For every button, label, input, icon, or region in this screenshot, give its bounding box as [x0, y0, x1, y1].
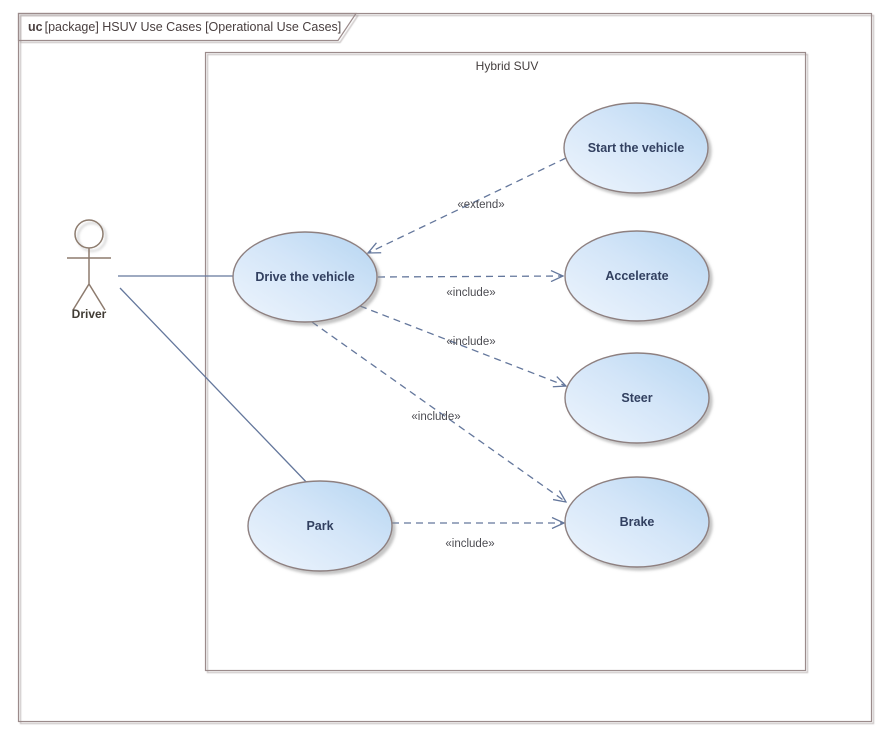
use-case-drive-the-vehicle-label: Drive the vehicle	[255, 270, 354, 284]
actor-driver[interactable]: Driver	[67, 219, 111, 321]
use-case-start-the-vehicle[interactable]	[563, 102, 709, 194]
extend-start-to-drive[interactable]	[368, 157, 567, 253]
diagram-tab-keyword: uc	[28, 20, 43, 34]
use-case-drive-the-vehicle[interactable]	[232, 231, 378, 323]
include-label-accelerate: «include»	[446, 287, 495, 299]
use-case-nodes: Drive the vehicle Park Start the vehicle…	[232, 102, 710, 572]
include-drive-to-steer[interactable]	[359, 305, 566, 386]
actor-driver-label: Driver	[72, 307, 107, 321]
use-case-steer[interactable]	[564, 352, 710, 444]
include-label-park-brake: «include»	[445, 538, 494, 550]
use-case-steer-label: Steer	[621, 391, 652, 405]
system-boundary-title: Hybrid SUV	[476, 59, 539, 73]
use-case-accelerate[interactable]	[564, 230, 710, 322]
include-drive-to-accelerate[interactable]	[377, 276, 563, 277]
system-boundary-frame[interactable]	[204, 51, 807, 672]
diagram-tab[interactable]	[17, 12, 358, 42]
actor-body	[67, 248, 111, 311]
use-case-park-label: Park	[306, 519, 333, 533]
use-case-brake-label: Brake	[620, 515, 655, 529]
association-driver-park[interactable]	[119, 287, 312, 488]
use-case-accelerate-label: Accelerate	[605, 269, 668, 283]
use-case-brake[interactable]	[564, 476, 710, 568]
diagram-tab-title: [package] HSUV Use Cases [Operational Us…	[45, 20, 342, 34]
use-case-start-the-vehicle-label: Start the vehicle	[588, 141, 685, 155]
connectors	[118, 157, 567, 523]
extend-label: «extend»	[457, 199, 504, 211]
include-drive-to-brake[interactable]	[311, 321, 566, 502]
include-label-brake: «include»	[411, 411, 460, 423]
actor-head	[74, 219, 104, 249]
diagram-tab-text: uc[package] HSUV Use Cases [Operational …	[28, 20, 341, 34]
include-label-steer: «include»	[446, 336, 495, 348]
use-case-park[interactable]	[247, 480, 393, 572]
diagram-outer-frame	[17, 12, 873, 723]
